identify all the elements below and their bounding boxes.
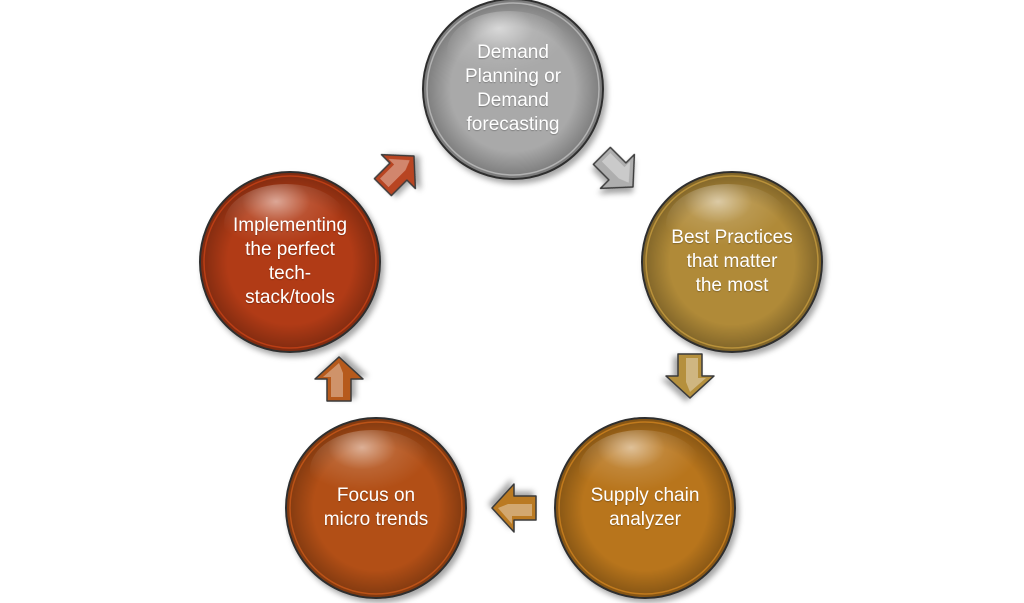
- flow-arrow: [665, 353, 715, 399]
- node-supply-chain-analyzer: [554, 417, 736, 599]
- node-best-practices: [641, 171, 823, 353]
- node-demand-planning: [422, 0, 604, 180]
- flow-arrow: [491, 483, 537, 533]
- node-focus-micro-trends: [285, 417, 467, 599]
- flow-arrow: [373, 153, 417, 197]
- flow-arrow: [314, 356, 364, 402]
- flow-arrow: [592, 146, 636, 190]
- node-implementing-tech-stack: [199, 171, 381, 353]
